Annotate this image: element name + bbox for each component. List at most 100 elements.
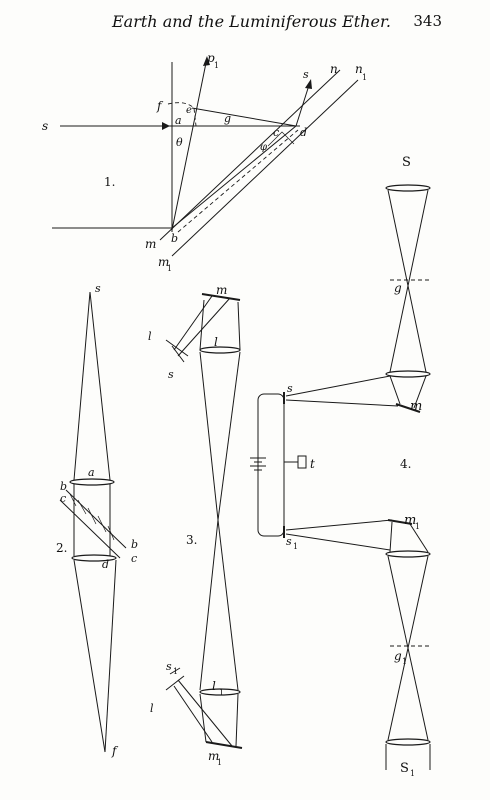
fig1-plate-back	[171, 79, 359, 257]
fig4-beam-m-right	[413, 375, 427, 409]
fig1-label-c: c	[273, 126, 279, 139]
fig1-line-b-d	[171, 125, 297, 229]
fig1-label-theta: θ	[176, 136, 183, 149]
fig1-label-d: d	[300, 126, 307, 139]
fig4-label-g: g	[394, 281, 402, 295]
fig2-label-b-right: b	[131, 538, 138, 551]
fig4-ray-s-m-a	[285, 375, 391, 397]
page-number: 343	[413, 12, 442, 30]
fig4-ray-s-m-b	[285, 399, 399, 407]
fig2-slab-hatching	[69, 493, 115, 541]
fig3-diverge-left	[199, 519, 219, 691]
fig1-label-n1: n	[355, 62, 363, 76]
fig2-number: 2.	[56, 541, 67, 555]
fig4-label-s: s	[287, 382, 293, 395]
fig3-label-l-top: l	[214, 335, 218, 349]
fig3-converge-left	[199, 351, 219, 521]
fig3-label-m1: m	[208, 749, 219, 763]
fig3-label-l1: l	[212, 679, 216, 693]
fig3-label-s1-sub: 1	[173, 667, 178, 676]
fig1-ray-p1	[171, 57, 208, 231]
fig2-label-f: f	[111, 744, 119, 758]
fig1-line-e-d	[191, 107, 297, 127]
fig3-ray-top-a	[173, 295, 213, 351]
fig3-ray-top-b	[177, 297, 231, 357]
fig1-label-s-right: s	[303, 68, 309, 81]
fig3-beam-top-left	[199, 299, 205, 351]
fig2-slab-bottom	[59, 499, 121, 559]
fig1-angle-c	[267, 131, 295, 147]
fig1-label-s: s	[42, 119, 48, 133]
fig4-label-S: S	[402, 155, 411, 170]
fig3-ray-bottom-b	[177, 679, 233, 747]
fig4-label-m1-sub: 1	[415, 522, 420, 531]
page-header: Earth and the Luminiferous Ether. 343	[0, 12, 490, 36]
fig4-circuit-loop	[257, 393, 285, 537]
fig1-number: 1.	[104, 175, 115, 189]
fig3-mirror-m1	[205, 741, 243, 749]
fig4-lens-bottom	[385, 738, 431, 746]
fig4-lens-mid-top	[385, 370, 431, 378]
fig3-number: 3.	[186, 533, 197, 547]
fig4-label-t: t	[310, 457, 315, 471]
fig3-label-m1-sub: 1	[217, 758, 222, 767]
fig1-label-b: b	[171, 232, 178, 245]
fig1-ray-s-up	[295, 81, 311, 127]
fig1-label-g: g	[224, 112, 231, 125]
fig2-label-s: s	[95, 282, 101, 295]
fig2-ray-left-bottom	[73, 559, 106, 753]
fig1-arrow-p1	[203, 56, 210, 66]
fig3-lens-l1	[199, 688, 241, 696]
fig4-telephone	[297, 455, 307, 469]
fig1-wavefront	[167, 102, 197, 127]
fig3-lens-l	[199, 346, 241, 354]
fig1-label-f: f	[156, 99, 164, 113]
fig2-label-b-left: b	[60, 480, 67, 493]
fig3-slit-top	[171, 345, 185, 363]
fig4-label-s1: s	[286, 535, 292, 548]
fig1-label-p1-sub: 1	[214, 61, 219, 70]
fig1-label-m: m	[145, 237, 156, 251]
fig4-beam-m1-right	[409, 523, 429, 553]
fig2-label-c-left: c	[60, 492, 66, 505]
fig2-ray-left-top	[73, 291, 91, 481]
fig4-number: 4.	[400, 457, 411, 471]
fig3-converge-right	[217, 351, 241, 521]
fig3-slit-bottom	[169, 667, 181, 675]
fig2-slab-top	[65, 489, 127, 549]
fig4-label-m: m	[410, 399, 422, 414]
fig4-label-g1-sub: 1	[402, 657, 407, 666]
fig2-label-d: d	[102, 558, 109, 571]
fig3-diverge-right	[217, 519, 239, 691]
fig4-label-S1-sub: 1	[410, 769, 415, 778]
fig4-mirror-m	[395, 403, 421, 413]
fig3-label-source-top: l	[148, 330, 152, 343]
fig1-label-n1-sub: 1	[362, 73, 367, 82]
fig4-label-S1: S	[400, 761, 409, 776]
fig1-label-m1: m	[158, 255, 169, 269]
fig3-label-source-bottom: l	[150, 702, 154, 715]
fig1-label-e: e	[186, 105, 192, 116]
fig4-ray-s1-m1-b	[285, 533, 391, 551]
fig1-arrow-s	[305, 79, 312, 89]
running-title: Earth and the Luminiferous Ether.	[112, 12, 391, 31]
fig3-eyepiece-bottom	[165, 675, 185, 691]
fig4-beam-m-left	[389, 375, 401, 405]
fig1-plate-front	[159, 69, 341, 241]
fig1-label-n: n	[330, 62, 338, 76]
fig3-eyepiece-top	[165, 339, 189, 357]
fig3-label-l1-sub: 1	[219, 688, 224, 697]
fig4-ray-bottom-b	[387, 555, 429, 741]
fig3-beam-top-right	[237, 301, 241, 351]
fig3-beam-bottom-left	[199, 693, 207, 743]
fig4-label-g1: g	[394, 649, 402, 663]
fig2-ray-right-bottom	[104, 559, 117, 753]
fig1-label-a: a	[175, 114, 182, 127]
figure-3: m l l s l 1 s 1 l m 1 3.	[148, 283, 243, 767]
fig4-ray-s1-m1-a	[285, 519, 393, 531]
fig3-label-m: m	[216, 283, 227, 297]
figure-2: s a b c b c d f 2.	[56, 282, 138, 758]
fig1-label-m1-sub: 1	[167, 264, 172, 273]
